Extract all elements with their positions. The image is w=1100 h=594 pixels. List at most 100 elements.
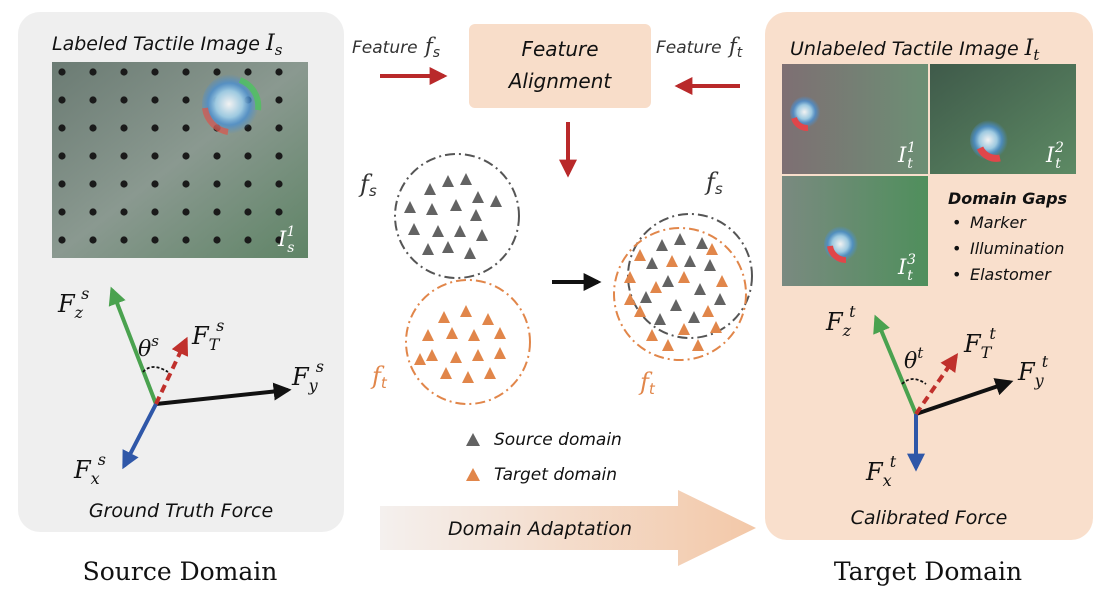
gap-item-illumination: Illumination: [970, 239, 1064, 258]
feature-point: [650, 281, 662, 293]
marker-dot: [182, 236, 190, 244]
feature-point: [484, 367, 496, 379]
target-tactile-image-1: [782, 64, 928, 174]
feature-point: [662, 275, 674, 287]
target-tactile-image-3: [782, 176, 928, 286]
marker-dot: [89, 180, 97, 188]
marker-dot: [151, 124, 159, 132]
source-domain-label: Source Domain: [83, 557, 278, 586]
source-fx-arrow: [122, 403, 158, 470]
feature-point: [714, 293, 726, 305]
feature-point: [688, 311, 700, 323]
domain-adaptation-arrow: [380, 490, 756, 566]
feature-point: [666, 255, 678, 267]
target-tactile-image-2: [930, 64, 1076, 174]
marker-dot: [58, 152, 66, 160]
marker-dot: [244, 152, 252, 160]
target-image-label-3: It3: [897, 252, 916, 284]
feature-point: [670, 299, 682, 311]
fs-label-left: fs: [358, 170, 377, 200]
feature-point: [494, 327, 506, 339]
feature-point: [702, 305, 714, 317]
feature-point: [662, 339, 674, 351]
feature-point: [408, 223, 420, 235]
legend-source-label: Source domain: [494, 430, 622, 450]
feature-alignment-line2: Alignment: [507, 69, 613, 93]
source-ft-label: FTs: [191, 316, 224, 354]
feature-point: [678, 271, 690, 283]
feature-left-label: Feature fs: [352, 34, 440, 61]
target-fx-label: Fxt: [865, 452, 897, 490]
marker-dot: [213, 180, 221, 188]
marker-dot: [58, 180, 66, 188]
source-force-axes: [108, 286, 292, 470]
marker-dot: [182, 124, 190, 132]
feature-point: [442, 241, 454, 253]
feature-point: [634, 249, 646, 261]
marker-dot: [120, 68, 128, 76]
feature-point: [684, 255, 696, 267]
source-fx-label: Fxs: [73, 450, 106, 488]
marker-dot: [275, 208, 283, 216]
source-fy-arrow: [155, 382, 292, 406]
feature-point: [692, 339, 704, 351]
marker-dot: [182, 68, 190, 76]
feature-point: [646, 329, 658, 341]
marker-dot: [213, 152, 221, 160]
target-image-label-1: It1: [897, 140, 916, 172]
target-caption: Calibrated Force: [851, 507, 1008, 529]
gap-item-marker: Marker: [970, 213, 1027, 232]
feature-point: [472, 349, 484, 361]
feature-point: [462, 371, 474, 383]
marker-dot: [275, 96, 283, 104]
aligned-feature-points: [624, 233, 728, 351]
marker-dot: [244, 180, 252, 188]
gap-item-elastomer: Elastomer: [970, 265, 1052, 284]
marker-dot: [244, 208, 252, 216]
target-ft-arrow: [914, 353, 959, 416]
feature-point: [646, 257, 658, 269]
legend-source-marker: [466, 433, 480, 446]
target-panel-title: Unlabeled Tactile Image It: [790, 36, 1040, 64]
ft-label-left: ft: [370, 362, 388, 392]
marker-dot: [182, 96, 190, 104]
marker-dot: [182, 180, 190, 188]
marker-dot: [151, 68, 159, 76]
domain-gaps-title: Domain Gaps: [948, 189, 1067, 208]
marker-dot: [275, 152, 283, 160]
marker-dot: [120, 208, 128, 216]
marker-dot: [120, 152, 128, 160]
source-caption: Ground Truth Force: [89, 500, 273, 522]
feature-point: [694, 283, 706, 295]
marker-dot: [151, 180, 159, 188]
feature-point: [494, 347, 506, 359]
marker-dot: [275, 124, 283, 132]
aligned-target-circle: [613, 227, 747, 361]
feature-point: [426, 203, 438, 215]
source-panel-title: Labeled Tactile Image Is: [52, 31, 283, 59]
feature-point: [450, 351, 462, 363]
source-fy-label: Fys: [291, 357, 324, 395]
target-feature-circle: [405, 279, 531, 405]
marker-dot: [151, 152, 159, 160]
feature-point: [450, 199, 462, 211]
feature-point: [704, 259, 716, 271]
feature-point: [460, 173, 472, 185]
marker-dot: [120, 236, 128, 244]
marker-dot: [120, 180, 128, 188]
feature-point: [438, 311, 450, 323]
marker-dot: [120, 124, 128, 132]
target-image-label-2: It2: [1045, 140, 1064, 172]
marker-dot: [213, 208, 221, 216]
marker-dot: [89, 208, 97, 216]
feature-point: [678, 323, 690, 335]
legend-target-label: Target domain: [494, 465, 617, 485]
target-fy-arrow: [915, 378, 1014, 416]
marker-dot: [151, 96, 159, 104]
feature-point: [460, 305, 472, 317]
feature-point: [716, 275, 728, 287]
feature-point: [624, 293, 636, 305]
feature-point: [422, 243, 434, 255]
